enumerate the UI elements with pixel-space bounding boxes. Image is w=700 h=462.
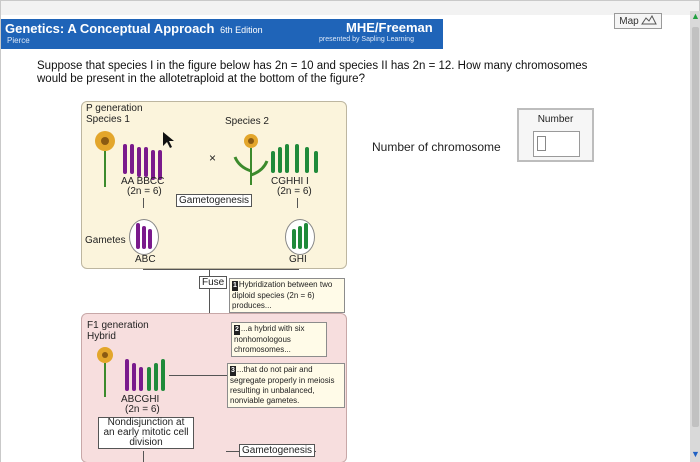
answer-column-header: Number (537, 114, 574, 125)
hybrid-chromosome (132, 363, 136, 391)
species1-chromosome (137, 147, 141, 177)
fuse-line (143, 269, 299, 270)
hybrid-flower-icon (97, 347, 113, 397)
species2-chromosome (314, 151, 318, 173)
gametogenesis-label-2: Gametogenesis (239, 444, 316, 457)
species1-chromosome (123, 144, 127, 174)
mouse-cursor-icon (163, 132, 174, 148)
book-edition: 6th Edition (220, 25, 263, 35)
species1-chromosome (158, 150, 162, 180)
page-header: Genetics: A Conceptual Approach 6th Edit… (1, 19, 443, 49)
species1-chromosome (151, 150, 155, 180)
f1-generation-label: F1 generation (87, 320, 149, 331)
scroll-thumb[interactable] (692, 27, 699, 427)
gamete2-chromosome (304, 223, 308, 249)
species2-label: Species 2 (225, 116, 269, 127)
hybrid-genotype: ABCGHI (121, 394, 160, 405)
gametogenesis-label: Gametogenesis (176, 194, 253, 207)
gamete1-genotype: ABC (135, 254, 156, 265)
note-1-text: Hybridization between two diploid specie… (232, 280, 333, 310)
species2-ploidy: (2n = 6) (277, 186, 312, 197)
gamete2-chromosome (298, 226, 302, 249)
note-2: 2...a hybrid with six nonhomologous chro… (231, 322, 327, 357)
species2-chromosome (278, 147, 282, 173)
hybrid-ploidy: (2n = 6) (125, 404, 160, 415)
question-text: Suppose that species I in the figure bel… (37, 60, 588, 85)
scroll-down-arrow-icon[interactable]: ▼ (691, 449, 700, 459)
species2-chromosome (285, 144, 289, 173)
map-button-label: Map (619, 15, 639, 27)
species2-genotype: CGHHI I (271, 176, 309, 187)
species1-genotype: AA BBCC (121, 176, 165, 187)
arrow-line (297, 198, 298, 208)
input-caret (537, 136, 546, 151)
map-button[interactable]: Map (614, 13, 662, 29)
nondisjunction-label: Nondisjunction at an early mitotic cell … (98, 417, 194, 449)
gamete1-chromosome (148, 229, 152, 249)
gamete1-chromosome (142, 226, 146, 249)
map-icon (640, 14, 657, 28)
note-2-text: ...a hybrid with six nonhomologous chrom… (234, 324, 305, 354)
vertical-scrollbar[interactable]: ▲ ▼ (690, 11, 700, 462)
note-1-number: 1 (232, 281, 238, 291)
hybrid-chromosome (125, 359, 129, 391)
book-author: Pierce (7, 36, 30, 45)
gamete1-chromosome (136, 223, 140, 249)
species2-chromosome (305, 147, 309, 173)
cross-symbol: × (209, 151, 217, 165)
fuse-label: Fuse (199, 276, 228, 289)
species2-chromosome (295, 144, 299, 173)
gamete2-chromosome (292, 229, 296, 249)
note-3-text: ...that do not pair and segregate proper… (230, 365, 335, 405)
hybrid-chromosome (154, 363, 158, 391)
brand-logo: MHE/Freeman (346, 20, 433, 35)
hybrid-chromosome (147, 367, 151, 391)
note-3-number: 3 (230, 366, 236, 376)
hybrid-chromosome (139, 367, 143, 391)
species1-ploidy: (2n = 6) (127, 186, 162, 197)
species2-chromosome (271, 151, 275, 173)
p-generation-label: P generation (86, 103, 143, 114)
species1-label: Species 1 (86, 114, 130, 125)
fuse-arrow (209, 269, 210, 313)
hybrid-chromosome (161, 359, 165, 391)
arrow-line (143, 198, 144, 208)
species1-flower-icon (95, 131, 115, 187)
hybrid-label: Hybrid (87, 331, 116, 342)
gamete2-genotype: GHI (289, 254, 307, 265)
brand-tagline: presented by Sapling Learning (319, 36, 414, 43)
species1-chromosome (144, 147, 148, 177)
species2-plant-icon (233, 134, 269, 185)
answer-prompt: Number of chromosome (372, 140, 501, 154)
note-2-number: 2 (234, 325, 240, 335)
note-pointer-line (169, 375, 227, 376)
allotetraploid-figure: P generation Species 1 Species 2 AA BBCC… (81, 101, 349, 462)
scroll-up-arrow-icon[interactable]: ▲ (691, 11, 700, 21)
gametes-label: Gametes (85, 235, 126, 246)
book-title-text: Genetics: A Conceptual Approach (5, 21, 215, 36)
note-3: 3...that do not pair and segregate prope… (227, 363, 345, 408)
book-title: Genetics: A Conceptual Approach 6th Edit… (5, 21, 263, 36)
answer-panel: Number (517, 108, 594, 162)
arrow-line (143, 451, 144, 462)
species1-chromosome (130, 144, 134, 174)
